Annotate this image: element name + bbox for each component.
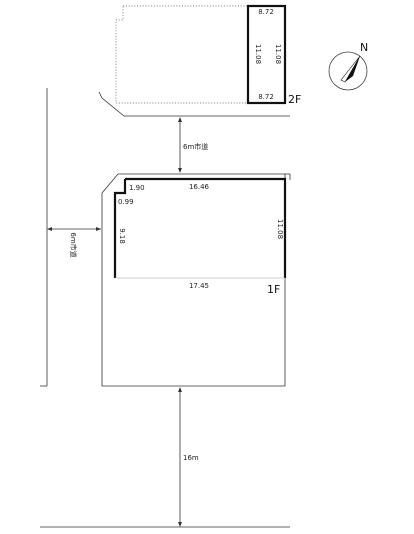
compass: N bbox=[328, 41, 368, 91]
west-road-arrow-right bbox=[96, 227, 101, 231]
site-lot-outline bbox=[101, 173, 290, 387]
floor-1f-label: 1F bbox=[267, 283, 280, 296]
floor-2f-plan: 8.72 8.72 11.08 11.08 2F bbox=[115, 4, 301, 106]
floor-1f-left-depth: 9.18 bbox=[118, 228, 126, 244]
south-distance-dimension: 16m bbox=[40, 387, 290, 528]
floor-2f-width-bottom: 8.72 bbox=[258, 93, 274, 101]
floor-1f-top-width: 16.46 bbox=[189, 183, 210, 191]
south-distance-label: 16m bbox=[183, 454, 199, 462]
floor-1f-plan: 1.90 16.46 0.99 9.18 11.08 17.45 1F bbox=[113, 177, 287, 296]
floor-2f-outline bbox=[246, 4, 287, 105]
floor-2f-depth-left: 11.08 bbox=[254, 44, 262, 64]
floor-1f-notch-depth: 0.99 bbox=[118, 198, 134, 206]
west-road: 6m市道 bbox=[40, 88, 101, 387]
floor-1f-notch-width: 1.90 bbox=[129, 184, 145, 192]
floor-1f-outline bbox=[113, 177, 287, 278]
north-road-arrow-bottom bbox=[178, 168, 182, 173]
site-lot bbox=[101, 173, 291, 387]
floor-2f-label: 2F bbox=[288, 93, 301, 106]
floor-1f-bottom-width: 17.45 bbox=[189, 282, 209, 290]
west-road-arrow-left bbox=[47, 227, 52, 231]
floor-2f-depth-right: 11.08 bbox=[274, 44, 282, 64]
north-road-arrow-top bbox=[178, 117, 182, 122]
south-distance-arrow-bottom bbox=[178, 522, 182, 527]
north-road-label: 6m市道 bbox=[183, 142, 208, 151]
compass-needle-tail bbox=[340, 55, 361, 83]
north-road-boundary bbox=[98, 91, 290, 117]
floor-1f-right-depth: 11.08 bbox=[276, 219, 284, 239]
compass-north-label: N bbox=[360, 41, 368, 54]
floor-2f-dotted-outline bbox=[115, 5, 249, 104]
south-distance-arrow-top bbox=[178, 387, 182, 392]
floor-2f-width-top: 8.72 bbox=[258, 8, 274, 16]
compass-circle bbox=[328, 51, 368, 91]
west-road-label: 6m市道 bbox=[69, 232, 78, 257]
north-road-dimension: 6m市道 bbox=[178, 117, 208, 173]
